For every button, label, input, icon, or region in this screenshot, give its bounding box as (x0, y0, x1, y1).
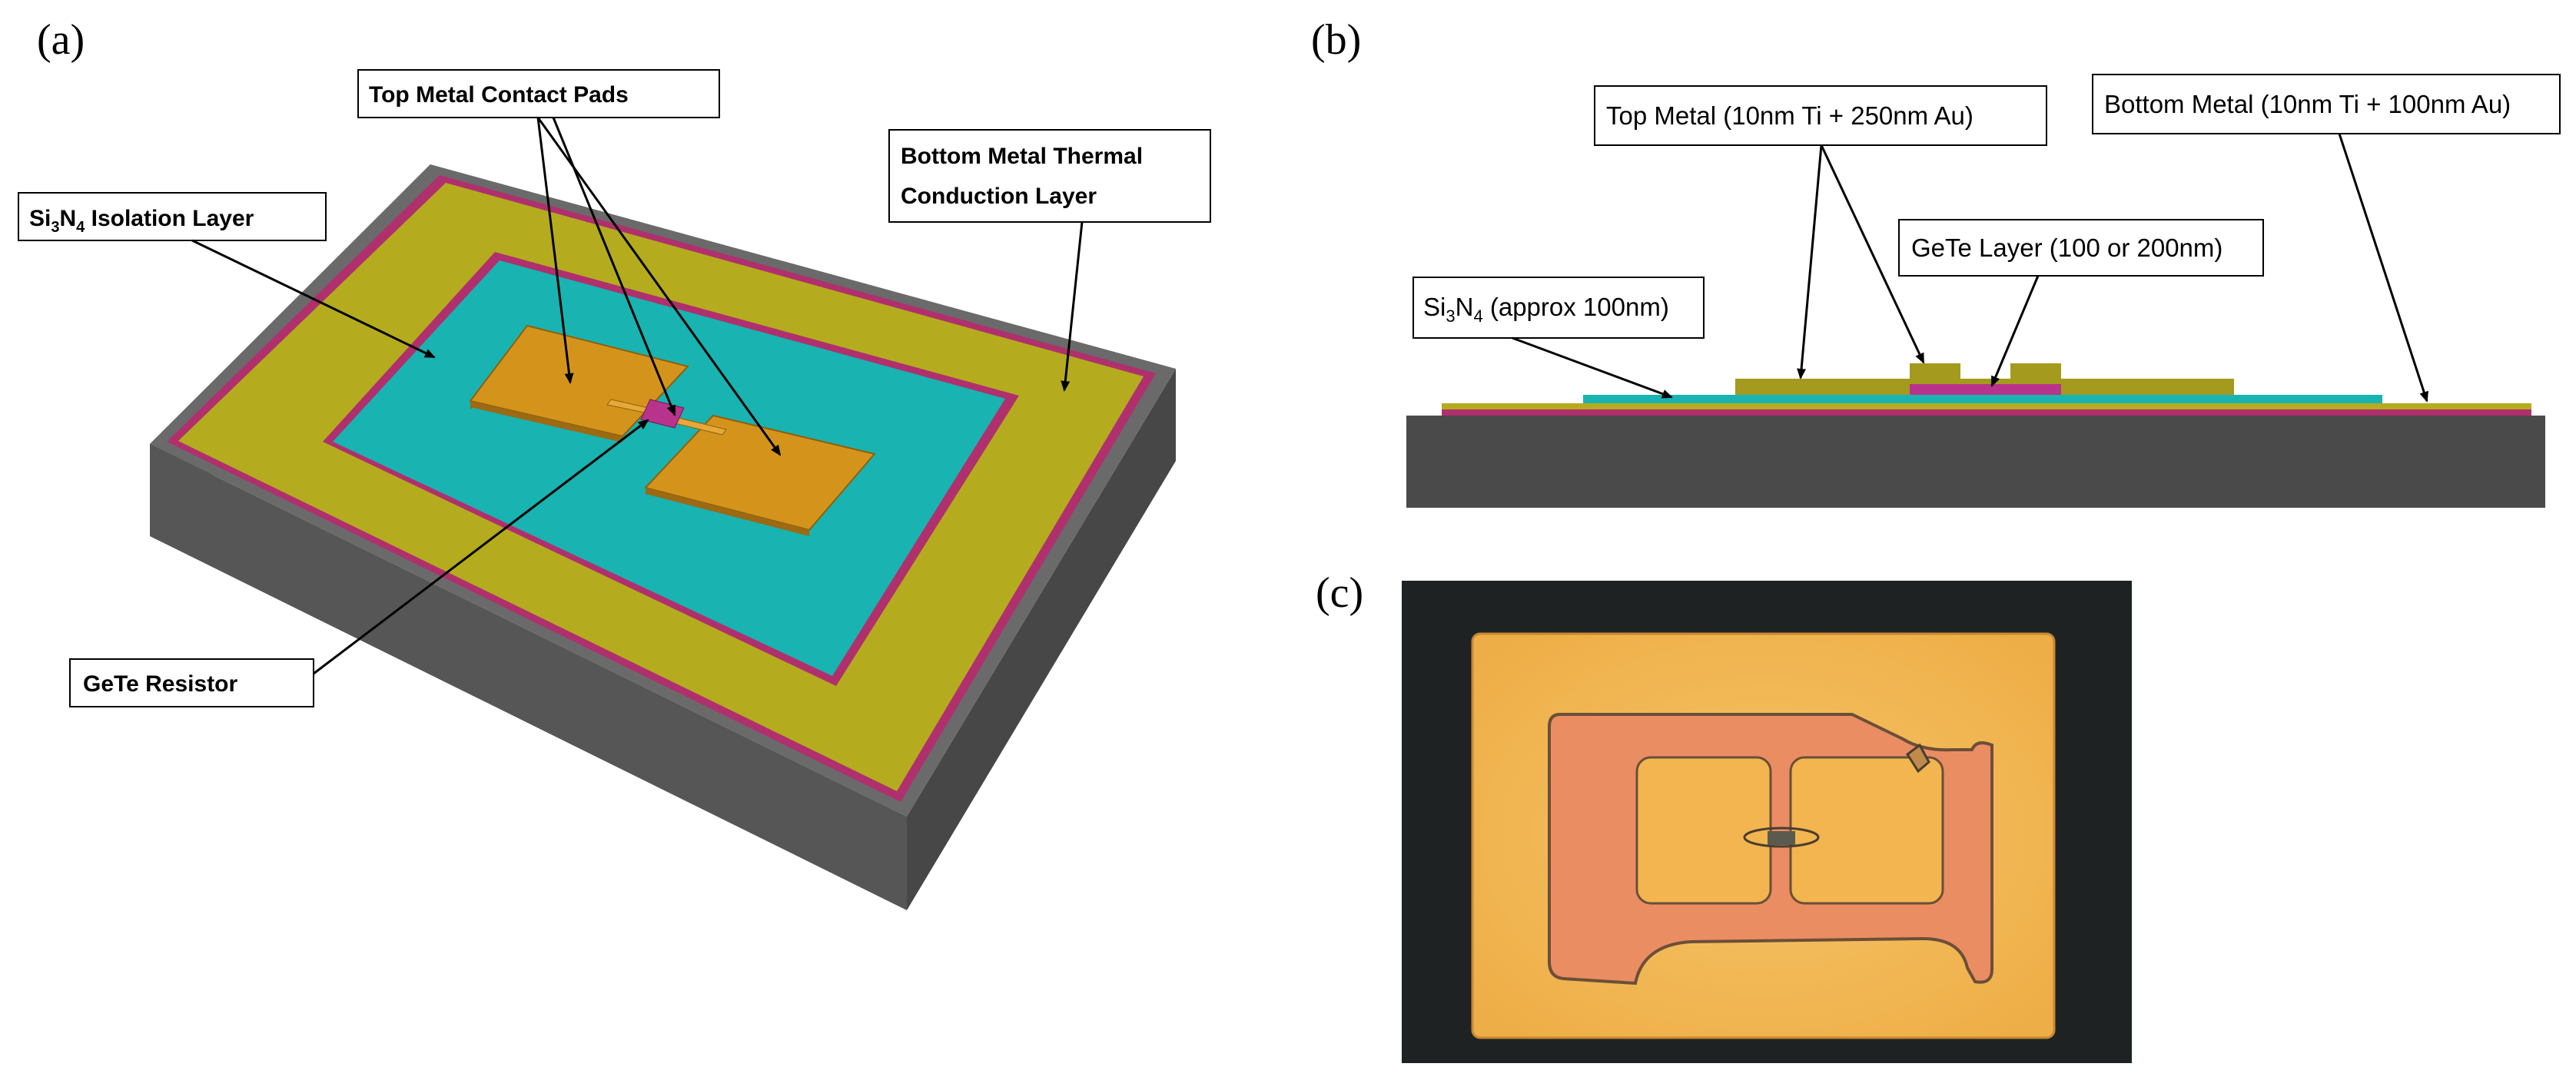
device-3d-model (150, 164, 1176, 910)
callout-bottom-metal-line1: Bottom Metal Thermal (901, 144, 1143, 169)
callout-gete-resistor: GeTe Resistor (69, 419, 649, 707)
photo-resistor-outline (1743, 827, 1820, 848)
panel-b-label: (b) (1311, 16, 1361, 64)
photo-gete-resistor (1768, 831, 1795, 845)
panel-a: (a) (18, 16, 1211, 910)
substrate (1406, 416, 2545, 508)
gete-layer (1910, 384, 2061, 395)
photo-defect-mark (1905, 743, 1930, 774)
callout-bottom-metal-line2: Conduction Layer (901, 184, 1097, 209)
callout-gete-resistor-text: GeTe Resistor (83, 671, 238, 697)
photo-pad-left (1635, 756, 1772, 905)
bottom-metal-layer (1442, 403, 2531, 409)
panel-c-label: (c) (1316, 569, 1363, 617)
callout-si3n4-b: Si3N4 (approx 100nm) (1412, 277, 1705, 399)
pad-right-edge (646, 488, 809, 536)
svg-text:Si3N4 Isolation Layer: Si3N4 Isolation Layer (29, 206, 254, 236)
pad-left-edge (470, 401, 622, 442)
top-metal-tab-right (2010, 363, 2061, 379)
callout-gete-layer-text: GeTe Layer (100 or 200nm) (1911, 234, 2222, 262)
callout-bottom-metal-b: Bottom Metal (10nm Ti + 100nm Au) (2092, 74, 2561, 403)
si3n4-layer (1583, 395, 2382, 403)
svg-text:Si3N4 (approx 100nm): Si3N4 (approx 100nm) (1423, 293, 1669, 326)
callout-top-metal: Top Metal (10nm Ti + 250nm Au) (1594, 85, 2047, 379)
panel-a-label: (a) (37, 16, 85, 64)
callout-top-metal-pads-text: Top Metal Contact Pads (369, 82, 629, 108)
cross-section (1406, 363, 2545, 508)
top-metal-tab-left (1910, 363, 1960, 379)
substrate-front-face (150, 444, 907, 910)
callout-bottom-metal: Bottom Metal Thermal Conduction Layer (888, 129, 1211, 392)
callout-si3n4-isolation: Si3N4 Isolation Layer (18, 192, 436, 359)
micrograph-photo (1402, 581, 2132, 1063)
callout-top-metal-pads: Top Metal Contact Pads (357, 69, 782, 456)
panel-c: (c) (1316, 569, 2132, 1063)
substrate-right-face (907, 369, 1176, 910)
bottom-metal-magenta (1442, 409, 2531, 416)
callout-gete-layer: GeTe Layer (100 or 200nm) (1898, 219, 2264, 387)
callout-bottom-metal-b-text: Bottom Metal (10nm Ti + 100nm Au) (2104, 90, 2511, 118)
callout-top-metal-text: Top Metal (10nm Ti + 250nm Au) (1606, 101, 1973, 130)
panel-b: (b) Top Metal (10nm Ti + 250nm Au) Botto… (1311, 16, 2561, 508)
photo-pad-right (1789, 756, 1944, 905)
